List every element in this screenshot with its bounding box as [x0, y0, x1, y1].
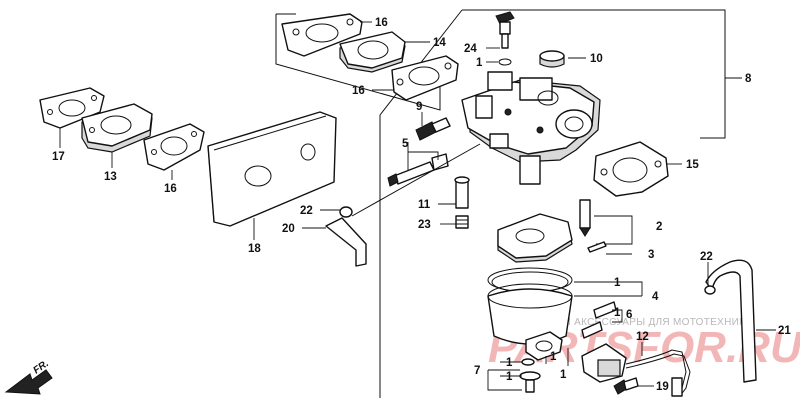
- callout-12: 12: [636, 331, 649, 343]
- screw-24: [495, 11, 515, 66]
- leader-5: [407, 142, 439, 170]
- gasket-17: [39, 87, 105, 129]
- jet-23: [455, 215, 469, 229]
- gasket-15: [593, 141, 669, 197]
- float-chamber-4: [487, 283, 573, 345]
- carburetor-body: [461, 71, 601, 185]
- fuel-cut-solenoid: [581, 343, 691, 397]
- callout-7: 7: [474, 365, 480, 377]
- leader-6: [612, 309, 623, 323]
- carburetor-group-bracket-left: [379, 9, 463, 398]
- insulator-13: [81, 103, 153, 153]
- drain-screw-19: [613, 377, 639, 395]
- callout-1b: 1: [614, 277, 621, 289]
- gasket-group-bracket: [275, 14, 441, 111]
- callout-8: 8: [745, 73, 752, 85]
- gasket-12: [525, 331, 563, 361]
- callout-1g: 1: [560, 369, 567, 381]
- callout-15: 15: [686, 159, 699, 171]
- callout-9: 9: [416, 101, 422, 113]
- callout-16c: 16: [164, 183, 177, 195]
- front-direction-arrow: FR.: [4, 358, 53, 395]
- callout-1e: 1: [506, 371, 513, 383]
- callout-2: 2: [656, 221, 662, 233]
- callout-21: 21: [778, 325, 791, 337]
- vent-tube-21: [705, 259, 757, 383]
- callout-16a: 16: [375, 17, 388, 29]
- callout-20: 20: [282, 223, 295, 235]
- gasket-16-top: [281, 13, 363, 57]
- heat-shield-18: [207, 111, 337, 227]
- callout-13: 13: [104, 171, 117, 183]
- watermark-caption: ЗАПЧАСТИ И АКСЕССУАРЫ ДЛЯ МОТОТЕХНИКИ: [505, 317, 753, 328]
- gasket-16-mid: [391, 55, 459, 101]
- pilot-screw-5: [387, 153, 449, 187]
- callout-23: 23: [418, 219, 431, 231]
- drain-tube-20: [325, 143, 481, 267]
- needle-valve-2: [579, 199, 591, 237]
- callout-1d: 1: [506, 357, 513, 369]
- callout-4: 4: [652, 291, 659, 303]
- callout-16b: 16: [352, 85, 365, 97]
- clip-22-lower: [704, 285, 716, 295]
- callout-14: 14: [433, 37, 446, 49]
- cap-10: [539, 50, 565, 68]
- insulator-14: [339, 31, 406, 73]
- callout-1f: 1: [550, 351, 557, 363]
- callout-1a: 1: [476, 57, 483, 69]
- callout-1c: 1: [614, 307, 621, 319]
- leader-7: [487, 361, 522, 391]
- callout-6: 6: [626, 309, 632, 321]
- washer-and-screw-7: [519, 358, 541, 393]
- gasket-16-left: [143, 123, 205, 171]
- callout-19: 19: [656, 381, 669, 393]
- main-jet-11: [454, 176, 470, 209]
- leader-4: [574, 281, 643, 297]
- callout-22a: 22: [300, 205, 313, 217]
- carburetor-group-bracket: [462, 9, 726, 139]
- callout-10: 10: [590, 53, 603, 65]
- clip-22-upper: [339, 206, 353, 218]
- callout-17: 17: [52, 151, 65, 163]
- leader-2: [594, 215, 633, 245]
- float-pin-3: [587, 241, 607, 253]
- callout-11: 11: [418, 199, 431, 211]
- callout-18: 18: [248, 243, 261, 255]
- float-assembly: [497, 213, 573, 263]
- callout-3: 3: [648, 249, 654, 261]
- callout-24: 24: [464, 43, 477, 55]
- callout-5: 5: [402, 138, 409, 150]
- callout-22b: 22: [700, 251, 713, 263]
- screw-9: [415, 117, 451, 141]
